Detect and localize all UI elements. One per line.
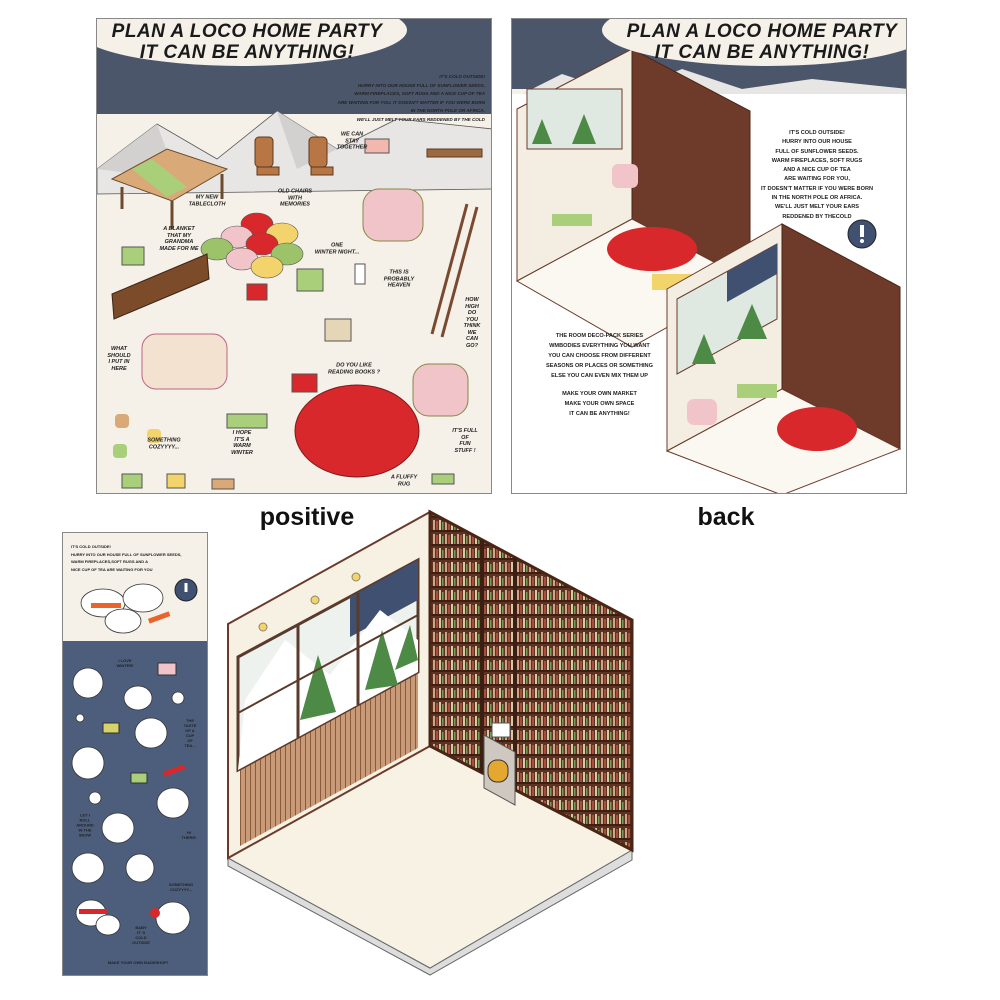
label-tablecloth: MY NEW TABLECLOTH [188, 194, 226, 208]
strip-footer: MAKE YOUR OWN BADESHOP! [107, 959, 169, 965]
bear-sticker-strip: IT'S COLD OUTSIDE! HURRY INTO OUR HOUSE … [62, 532, 208, 976]
strip-label-baby: BABY IT' S COLD OUTSIDE [132, 925, 150, 945]
label-chairs: OLD CHAIRS WITH MEMORIES [277, 188, 313, 208]
back-illustration [512, 19, 906, 493]
label-rug: A FLUFFY RUG [390, 474, 418, 488]
series-text: THE ROOM DECO-PACK SERIES WMBODIES EVERY… [546, 333, 653, 379]
left-wall [227, 510, 431, 860]
strip-label-love: I LOVE WINTER! [116, 658, 134, 668]
label-ladder: HOW HIGH DO YOU THINK WE CAN GO? [463, 297, 481, 349]
upper-room-scene [515, 48, 752, 348]
table-sticker [110, 148, 229, 229]
back-intro-text: IT'S COLD OUTSIDE! HURRY INTO OUR HOUSE … [760, 130, 874, 220]
exclamation-bubble-icon [174, 578, 198, 602]
label-cabinet: WHAT SHOULD I PUT IN HERE [107, 346, 131, 372]
label-books: DO YOU LIKE READING BOOKS ? [328, 362, 380, 376]
title-line-1: PLAN A LOCO HOME PARTY [111, 21, 383, 42]
label-cozy: SOMETHING COZYYYY... [147, 437, 181, 451]
exclamation-bubble-icon [847, 219, 877, 249]
front-title: PLAN A LOCO HOME PARTY IT CAN BE ANYTHIN… [107, 21, 387, 63]
label-fun: IT'S FULL OF FUN STUFF ! [452, 428, 478, 454]
title-line-2: IT CAN BE ANYTHING! [654, 42, 870, 63]
strip-label-cozy: SOMETHING COZYYYY... [168, 882, 194, 892]
front-sticker-sheet: PLAN A LOCO HOME PARTY IT CAN BE ANYTHIN… [96, 18, 492, 494]
strip-intro-text: IT'S COLD OUTSIDE! HURRY INTO OUR HOUSE … [71, 544, 182, 572]
strip-label-hi: HI THERE! [181, 830, 197, 840]
title-line-1: PLAN A LOCO HOME PARTY [626, 21, 898, 42]
bookshelf-wall [428, 509, 634, 853]
front-intro-text: IT'S COLD OUTSIDE! HURRY INTO OUR HOUSE … [337, 74, 485, 122]
back-title: PLAN A LOCO HOME PARTY IT CAN BE ANYTHIN… [622, 21, 902, 63]
label-night: ONE WINTER NIGHT... [314, 242, 360, 256]
caption-back: back [697, 503, 755, 531]
label-blanket: A BLANKET THAT MY GRANDMA MADE FOR ME [159, 226, 199, 252]
fireplace [483, 722, 516, 806]
ladder-sticker [430, 203, 479, 338]
strip-illustration [63, 533, 207, 936]
lower-room-scene [665, 223, 902, 493]
label-together: WE CAN STAY TOGETHER [336, 131, 368, 151]
title-line-2: IT CAN BE ANYTHING! [139, 42, 355, 63]
back-sheet: PLAN A LOCO HOME PARTY IT CAN BE ANYTHIN… [511, 18, 907, 494]
label-winter: I HOPE IT'S A WARM WINTER [231, 430, 253, 456]
strip-label-roll: LET I ROLL AROUND IN THE SNOW [76, 812, 94, 838]
label-heaven: THIS IS PROBABLY HEAVEN [383, 269, 415, 289]
caption-positive: positive [259, 503, 355, 531]
blanket-sticker [200, 212, 304, 279]
room-window [236, 557, 420, 773]
strip-label-taste: THE TASTE OF A CUP OF TEA... [183, 718, 197, 748]
red-rug-sticker [294, 384, 420, 478]
motto-text: MAKE YOUR OWN MARKET MAKE YOUR OWN SPACE… [562, 391, 637, 417]
